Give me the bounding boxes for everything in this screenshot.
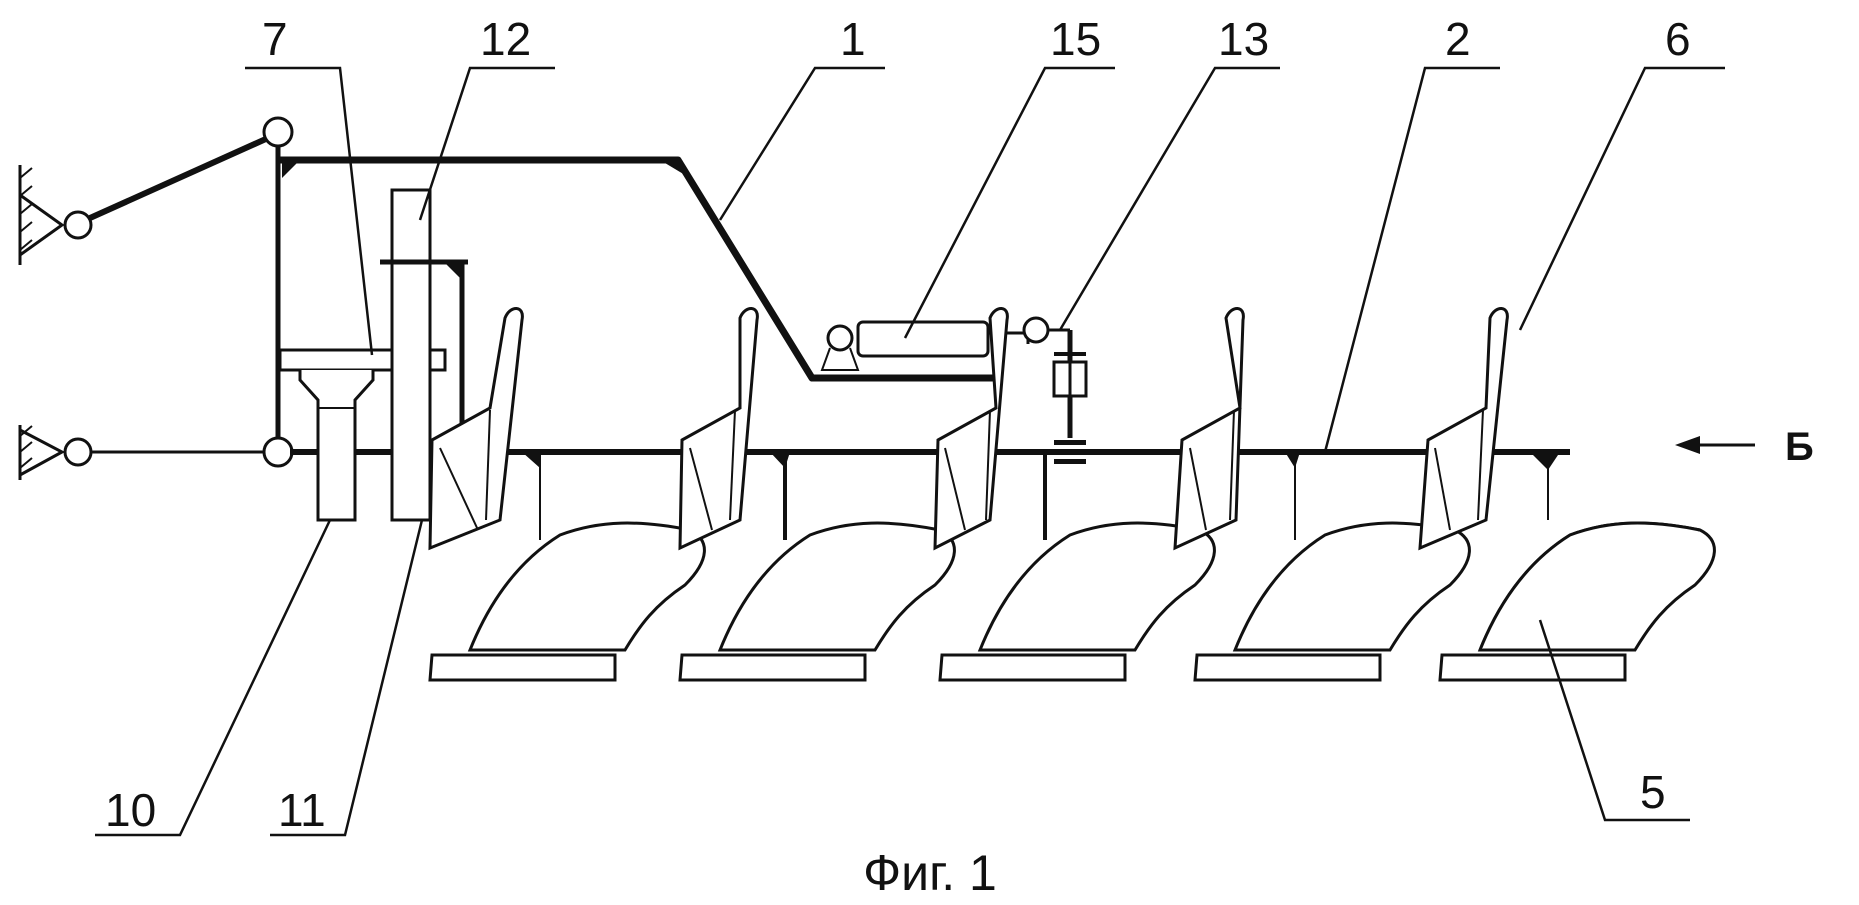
plough-body-1 — [428, 307, 706, 682]
mouldboard-rear — [1478, 521, 1701, 651]
frame-upper-beam — [275, 146, 1000, 438]
label-7: 7 — [262, 13, 288, 65]
plough-body-4 — [1173, 307, 1471, 682]
part-labels: 7 12 1 15 13 2 6 10 11 5 — [105, 13, 1691, 836]
view-arrow: Б — [1675, 425, 1814, 469]
plough-bodies — [428, 307, 1716, 682]
hydraulic-cylinder — [820, 316, 1088, 464]
leader-lines — [95, 66, 1725, 837]
adjustment-rack — [278, 188, 468, 522]
view-arrow-label: Б — [1785, 425, 1814, 469]
label-13: 13 — [1218, 13, 1269, 65]
plough-body-3 — [933, 307, 1216, 682]
hitch-linkage — [18, 116, 294, 480]
label-15: 15 — [1050, 13, 1101, 65]
plough-body-2 — [678, 307, 956, 682]
label-12: 12 — [480, 13, 531, 65]
label-6: 6 — [1665, 13, 1691, 65]
figure-caption: Фиг. 1 — [863, 845, 997, 901]
plough-body-5 — [1418, 307, 1716, 682]
label-2: 2 — [1445, 13, 1471, 65]
label-5: 5 — [1640, 766, 1666, 818]
label-11: 11 — [278, 784, 326, 836]
label-1: 1 — [840, 13, 866, 65]
label-10: 10 — [105, 784, 156, 836]
